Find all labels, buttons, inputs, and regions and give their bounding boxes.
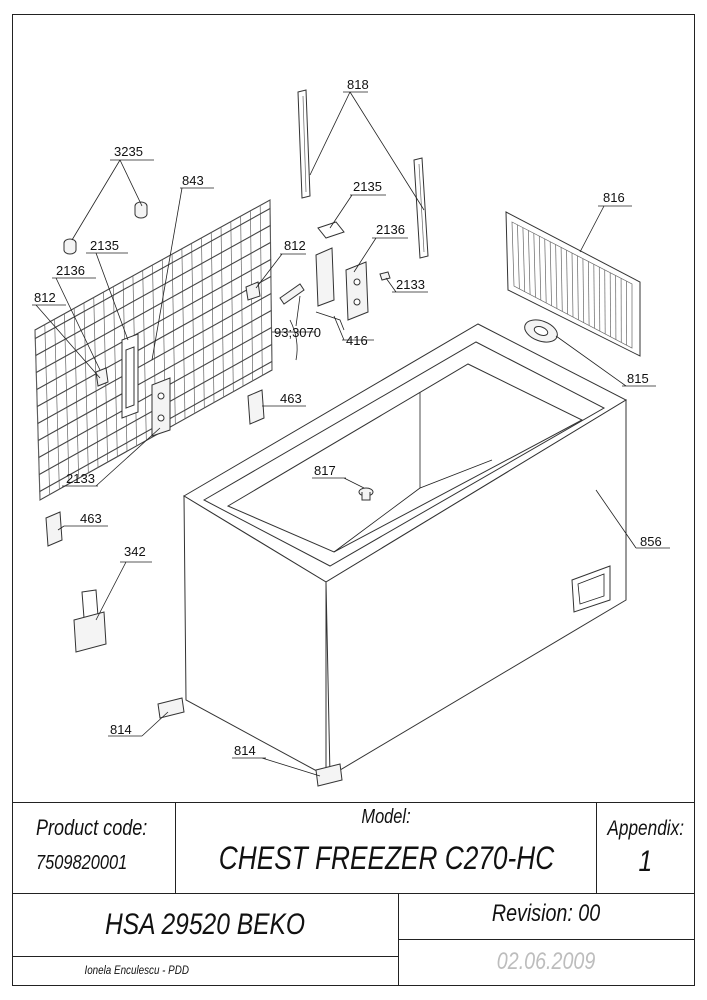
lid-strips-818 bbox=[297, 89, 429, 259]
callout-818: 818 bbox=[347, 77, 369, 92]
callout-817: 817 bbox=[314, 463, 336, 478]
appendix-value: 1 bbox=[638, 845, 653, 878]
callout-2136-top: 2136 bbox=[376, 222, 405, 237]
feet-814 bbox=[157, 697, 343, 787]
date-cell bbox=[398, 939, 695, 986]
callout-814-left: 814 bbox=[110, 722, 132, 737]
revision: Revision: 00 bbox=[492, 900, 601, 927]
thermostat-815 bbox=[524, 319, 558, 343]
cabinet-856 bbox=[183, 323, 628, 777]
condenser-grid-843 bbox=[34, 199, 273, 501]
callout-812-right: 812 bbox=[284, 238, 306, 253]
callout-856: 856 bbox=[640, 534, 662, 549]
callout-2135-left: 2135 bbox=[90, 238, 119, 253]
grid-hinge-assembly bbox=[95, 333, 171, 437]
model-label: Model: bbox=[361, 806, 411, 828]
callout-342: 342 bbox=[124, 544, 146, 559]
author-divider bbox=[12, 956, 399, 986]
callout-2136-left: 2136 bbox=[56, 263, 85, 278]
callout-416: 416 bbox=[346, 333, 368, 348]
clip-463-top bbox=[247, 389, 265, 425]
author: Ionela Enculescu - PDD bbox=[84, 963, 190, 977]
callout-463-bottom: 463 bbox=[80, 511, 102, 526]
callout-3235: 3235 bbox=[114, 144, 143, 159]
product-code-value: 7509820001 bbox=[36, 852, 128, 874]
callout-93-3070: 93;3070 bbox=[274, 325, 321, 340]
hinge-parts-center bbox=[279, 221, 391, 361]
exploded-view: 818 3235 843 2135 2136 812 2135 2136 213… bbox=[32, 77, 670, 787]
callout-463-top: 463 bbox=[280, 391, 302, 406]
bushings-3235 bbox=[63, 201, 148, 255]
callout-816: 816 bbox=[603, 190, 625, 205]
callout-2133-left: 2133 bbox=[66, 471, 95, 486]
clip-812 bbox=[245, 281, 261, 301]
callout-815: 815 bbox=[627, 371, 649, 386]
exploded-view-svg: 818 3235 843 2135 2136 812 2135 2136 213… bbox=[32, 77, 670, 787]
clip-463-bottom bbox=[45, 511, 63, 547]
callout-814-bottom: 814 bbox=[234, 743, 256, 758]
callout-2133-right: 2133 bbox=[396, 277, 425, 292]
callout-812-left: 812 bbox=[34, 290, 56, 305]
drain-plug-817 bbox=[358, 487, 374, 501]
date: 02.06.2009 bbox=[497, 948, 596, 975]
scraper-342 bbox=[73, 589, 107, 653]
callout-843: 843 bbox=[182, 173, 204, 188]
callout-2135-top: 2135 bbox=[353, 179, 382, 194]
product-code-label: Product code: bbox=[36, 815, 148, 840]
hsa-model: HSA 29520 BEKO bbox=[105, 908, 306, 941]
model-value: CHEST FREEZER C270-HC bbox=[218, 840, 554, 876]
leader-lines bbox=[32, 91, 670, 777]
appendix-label: Appendix: bbox=[607, 817, 684, 840]
callout-labels: 818 3235 843 2135 2136 812 2135 2136 213… bbox=[34, 77, 662, 758]
compressor-cover-816 bbox=[505, 211, 641, 357]
